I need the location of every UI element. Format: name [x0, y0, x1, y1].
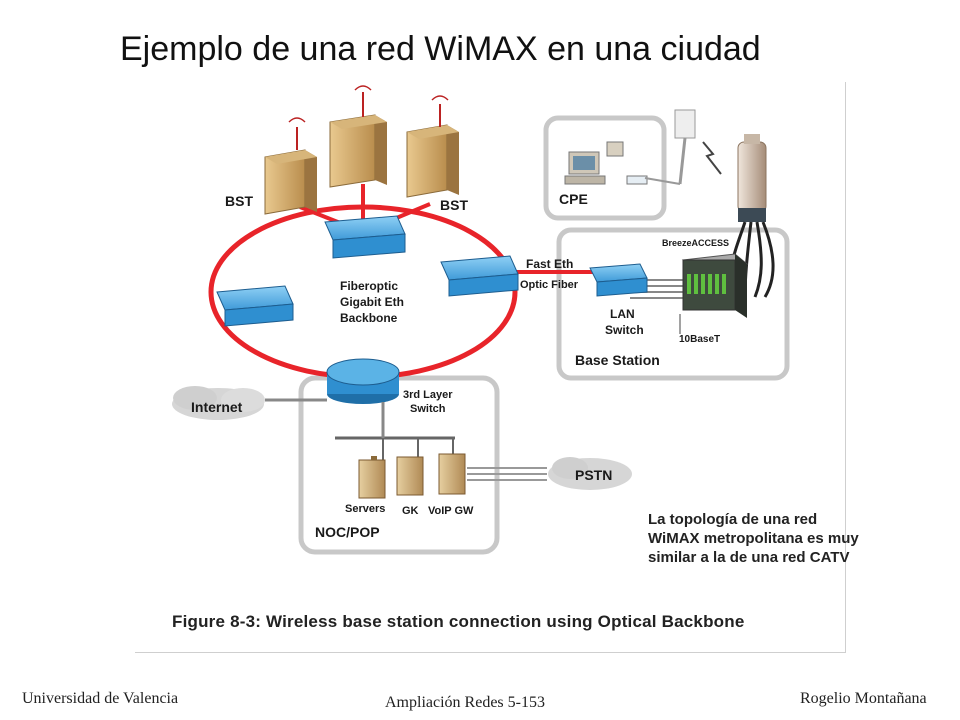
footer-slide-number: Ampliación Redes 5-153	[385, 694, 545, 711]
figure-caption: Figure 8-3: Wireless base station connec…	[172, 612, 745, 631]
label-bst-left: BST	[225, 193, 253, 209]
layer3-switch	[326, 358, 400, 404]
server-gk	[396, 456, 424, 496]
bst-building-right	[406, 95, 459, 198]
label-fast-eth: Fast Eth	[526, 257, 573, 271]
cpe-antenna	[644, 109, 696, 185]
server-servers	[358, 456, 386, 499]
label-voip: VoIP GW	[428, 505, 474, 517]
server-voip	[438, 453, 466, 495]
label-base-station: Base Station	[575, 352, 660, 368]
label-10baset: 10BaseT	[679, 334, 720, 345]
switch-right	[440, 255, 519, 297]
label-gk: GK	[402, 505, 419, 517]
label-servers: Servers	[345, 503, 385, 515]
page-title: Ejemplo de una red WiMAX en una ciudad	[120, 30, 761, 68]
base-station-antenna	[729, 134, 775, 298]
label-backbone-3: Backbone	[340, 311, 398, 325]
network-diagram: BST BST Fiberoptic Gigabit Eth Backbone …	[135, 82, 846, 653]
note-line-2: WiMAX metropolitana es muy	[648, 530, 859, 547]
label-layer3-2: Switch	[410, 403, 446, 415]
label-internet: Internet	[191, 399, 243, 415]
label-switch: Switch	[605, 323, 644, 337]
bst-building-center	[329, 85, 387, 188]
bst-building-left	[264, 117, 317, 215]
note-line-1: La topología de una red	[648, 511, 818, 528]
wireless-link	[702, 141, 722, 175]
label-layer3-1: 3rd Layer	[403, 389, 453, 401]
note-line-3: similar a la de una red CATV	[648, 549, 850, 566]
label-breezeaccess: BreezeACCESS	[662, 238, 729, 248]
label-backbone-1: Fiberoptic	[340, 279, 398, 293]
label-lan: LAN	[610, 307, 635, 321]
breezeaccess-chassis	[681, 253, 749, 318]
topology-note: La topología de una red WiMAX metropolit…	[648, 510, 918, 567]
pstn-cloud	[548, 457, 632, 490]
label-cpe: CPE	[559, 191, 588, 207]
cpe-computer	[564, 141, 648, 185]
switch-left	[216, 285, 294, 327]
diagram-canvas: BST BST Fiberoptic Gigabit Eth Backbone …	[172, 85, 790, 555]
base-station-panel	[556, 227, 790, 381]
footer-university: Universidad de Valencia	[22, 690, 179, 707]
switch-top	[324, 215, 406, 259]
label-backbone-2: Gigabit Eth	[340, 295, 404, 309]
label-pstn: PSTN	[575, 467, 612, 483]
footer-author: Rogelio Montañana	[800, 690, 927, 707]
cpe-panel	[543, 115, 667, 221]
lan-switch	[589, 263, 648, 297]
label-optic-fiber: Optic Fiber	[520, 279, 579, 291]
label-noc-pop: NOC/POP	[315, 524, 380, 540]
label-bst-right: BST	[440, 197, 468, 213]
internet-cloud	[172, 386, 265, 420]
